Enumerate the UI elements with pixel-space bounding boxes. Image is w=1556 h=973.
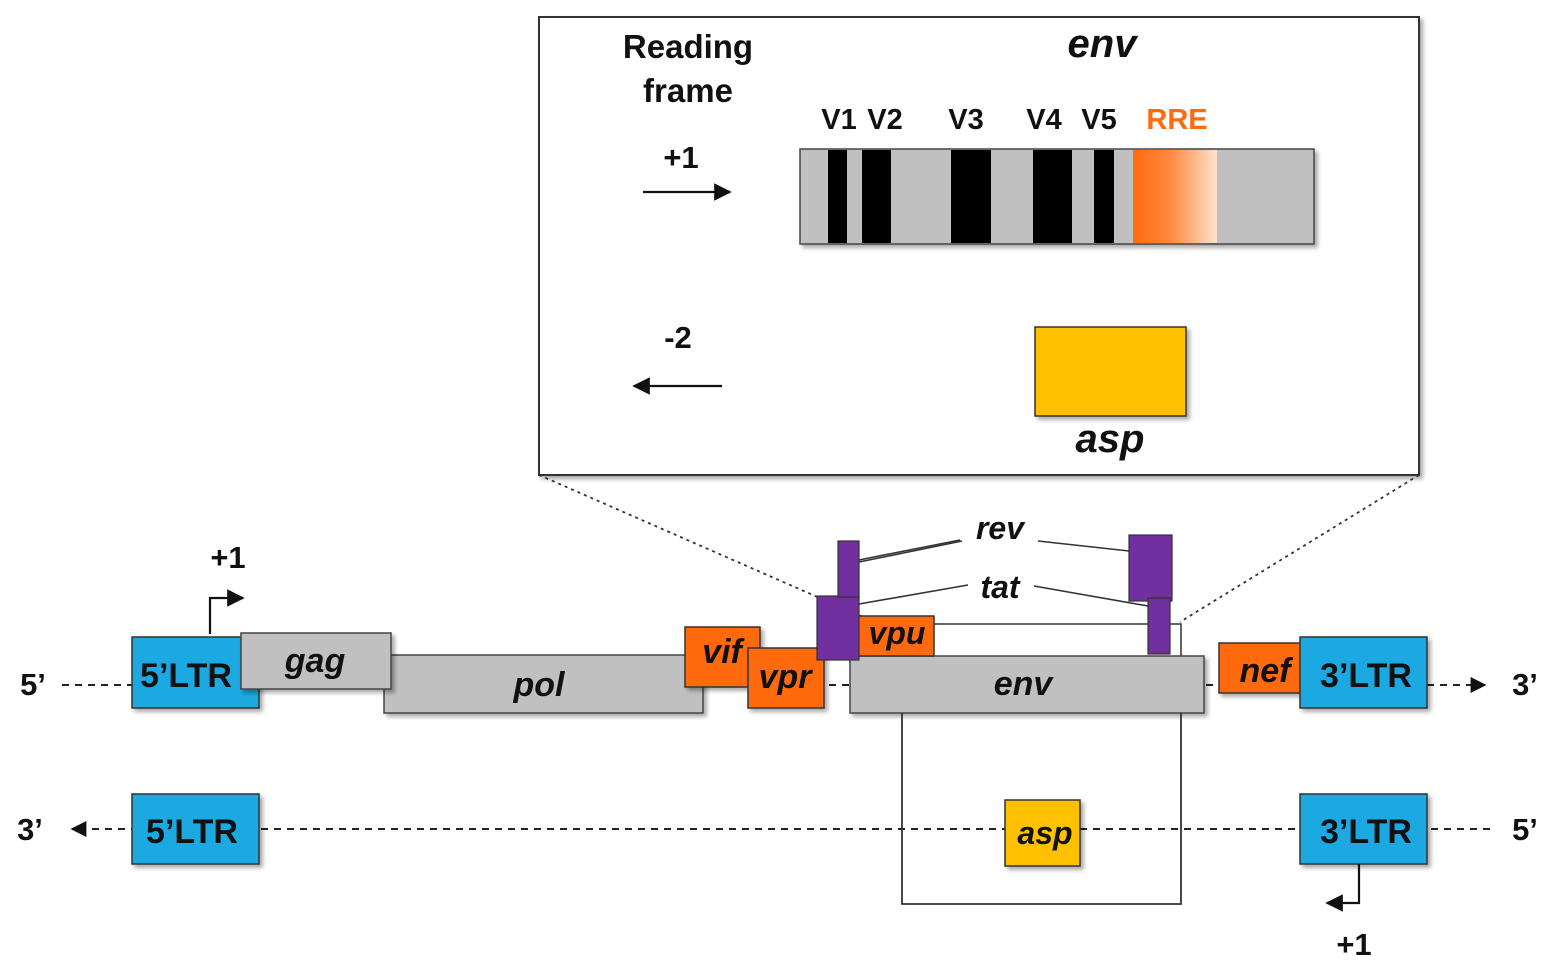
gag-box <box>240 632 392 690</box>
top-strand-5prime: 5’ <box>20 667 46 702</box>
rev-splice-left <box>858 540 963 563</box>
variable-region-v5 <box>1094 150 1114 243</box>
variable-region-v2 <box>862 150 891 243</box>
region-label-v1: V1 <box>821 104 856 136</box>
bottom-strand-3prime: 3’ <box>17 812 43 847</box>
promoter-top-label: +1 <box>210 540 245 575</box>
frame-plus1-label: +1 <box>663 140 698 175</box>
tat-label: tat <box>980 569 1020 605</box>
variable-region-v3 <box>951 150 991 243</box>
inset-title-env: env <box>1068 22 1140 66</box>
region-label-rre: RRE <box>1146 104 1207 136</box>
rev-exon2 <box>1128 534 1173 602</box>
rev-exon1 <box>837 540 860 598</box>
ltr3-bottom-box <box>1299 793 1428 865</box>
zoom-line-left <box>538 474 871 621</box>
env-box <box>849 655 1205 714</box>
tat-splice-left <box>858 584 969 605</box>
env-label: env <box>994 665 1055 703</box>
gag-label: gag <box>284 642 346 680</box>
zoom-line-right <box>1179 474 1420 623</box>
ltr3-top-label: 3’LTR <box>1320 657 1412 695</box>
ltr5-bottom-label: 5’LTR <box>146 813 238 851</box>
promoter-bottom-label: +1 <box>1336 927 1371 962</box>
tat-splice-right <box>1033 585 1149 607</box>
asp-label: asp <box>1017 815 1072 851</box>
promoter-top-arrow <box>208 589 245 634</box>
pol-label: pol <box>513 666 567 704</box>
top-strand-3prime: 3’ <box>1512 667 1538 702</box>
vpr-label: vpr <box>759 658 814 696</box>
nef-label: nef <box>1240 652 1295 690</box>
ltr5-bottom-box <box>131 793 260 865</box>
vif-label: vif <box>702 633 745 671</box>
region-label-v3: V3 <box>948 104 983 136</box>
ltr3-top-box <box>1299 636 1428 709</box>
rev-label: rev <box>976 510 1026 546</box>
rre-region <box>1133 150 1217 243</box>
ltr5-top-box <box>131 636 260 709</box>
nef-box <box>1218 642 1311 694</box>
reading-frame-label-line2: frame <box>643 72 733 109</box>
reading-frame-label-line1: Reading <box>623 28 753 65</box>
region-label-v5: V5 <box>1081 104 1116 136</box>
inset-asp-box <box>1034 326 1187 417</box>
asp-box <box>1004 799 1081 867</box>
region-label-v2: V2 <box>867 104 902 136</box>
env-inset: Reading frame env V1 V2 V3 V4 V5 RRE +1 … <box>538 16 1420 476</box>
antisense-bracket <box>901 713 1182 905</box>
bottom-strand-5prime: 5’ <box>1512 812 1538 847</box>
tat-exon2 <box>1147 597 1171 655</box>
vpu-label: vpu <box>869 615 926 651</box>
inset-frame <box>538 16 1420 476</box>
rev-splice-lines <box>858 539 961 561</box>
region-label-v4: V4 <box>1026 104 1061 136</box>
rev-splice-right <box>1037 540 1130 552</box>
promoter-bottom-arrow <box>1325 864 1361 912</box>
variable-region-v1 <box>828 150 847 243</box>
ltr5-top-label: 5’LTR <box>140 657 232 695</box>
frame-minus2-label: -2 <box>664 320 692 355</box>
vpr-box <box>747 647 825 709</box>
variable-region-v4 <box>1033 150 1072 243</box>
inset-asp-label: asp <box>1076 417 1145 461</box>
tat-exon1 <box>816 595 860 661</box>
ltr3-bottom-label: 3’LTR <box>1320 813 1412 851</box>
pol-box <box>383 654 704 714</box>
